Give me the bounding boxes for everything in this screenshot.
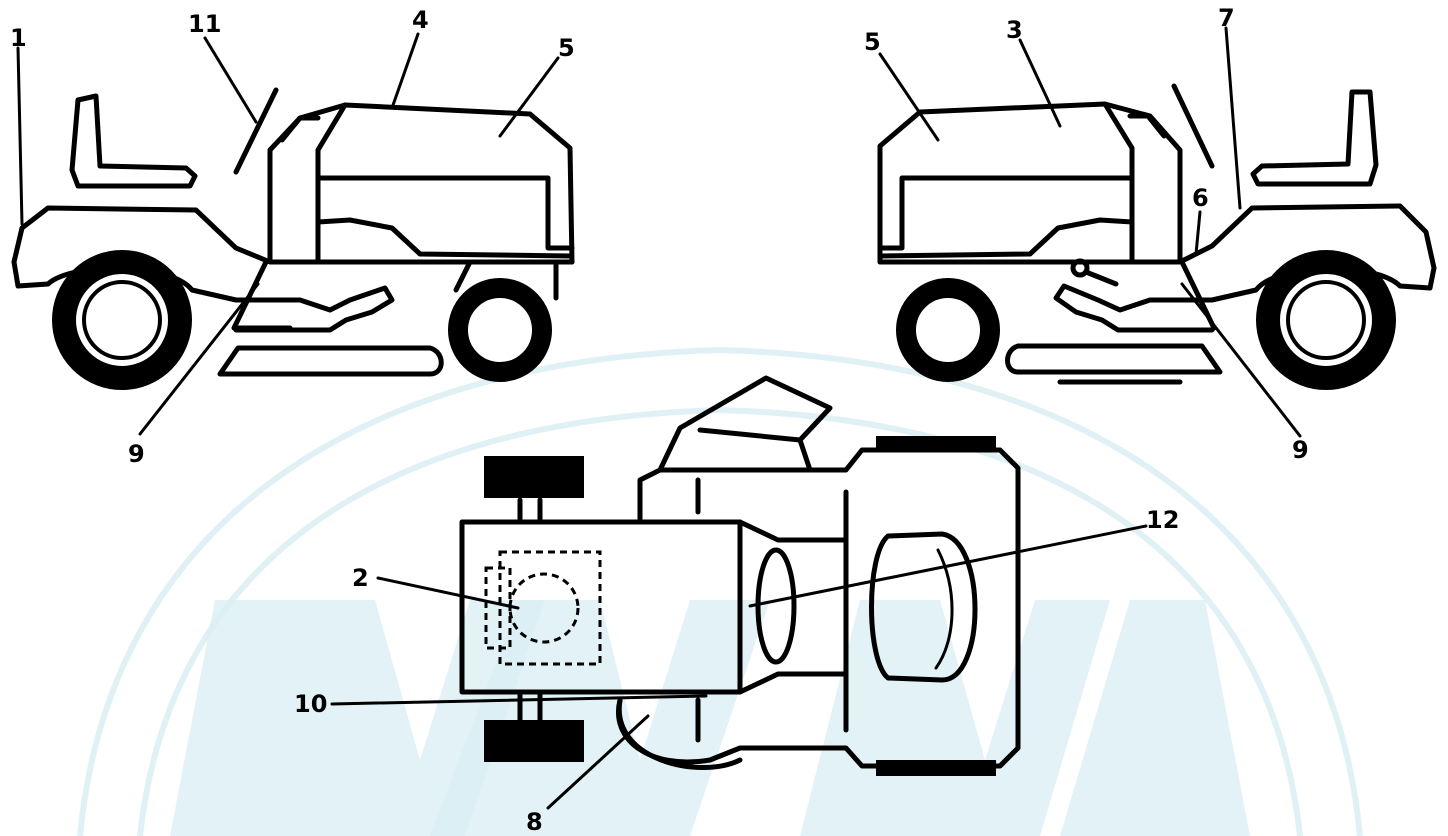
leader-lines: [16, 26, 1302, 810]
callout-11: 11: [188, 10, 221, 38]
top-view-rear-tire-top: [484, 456, 584, 498]
callout-8: 8: [526, 808, 543, 836]
top-view-battery-dashed: [498, 550, 602, 666]
top-view-hood-outline: [869, 531, 978, 683]
callout-6: 6: [1192, 184, 1209, 212]
right-view-mower-deck: [1005, 343, 1223, 375]
right-view-seat: [1250, 89, 1379, 187]
right-view-hood: [877, 101, 1135, 265]
tractor-right-side-view: [877, 83, 1437, 390]
callout-5-left: 5: [558, 34, 575, 62]
left-view-steering: [233, 87, 321, 175]
callout-12: 12: [1146, 506, 1179, 534]
left-view-dash: [267, 102, 348, 263]
callout-10: 10: [294, 690, 327, 718]
callout-2: 2: [352, 564, 369, 592]
top-view-chute: [657, 375, 833, 473]
left-view-mower-deck: [217, 345, 444, 377]
top-view-deck: [616, 697, 743, 770]
right-view-steering: [1127, 83, 1215, 169]
left-view-hood: [315, 102, 575, 265]
tractor-left-side-view: [11, 87, 575, 390]
right-view-front-wheel: [896, 278, 1000, 382]
callout-1: 1: [10, 24, 27, 52]
left-view-seat: [69, 93, 198, 189]
top-view-seat-circle: [508, 572, 580, 644]
tractor-top-view: [459, 375, 1021, 776]
left-view-rear-wheel: [52, 250, 192, 390]
left-view-front-wheel: [448, 278, 552, 382]
callout-9-left: 9: [128, 440, 145, 468]
left-view-frame: [233, 285, 395, 333]
right-view-rear-wheel: [1256, 250, 1396, 390]
callout-5-right: 5: [864, 28, 881, 56]
callout-7: 7: [1218, 4, 1235, 32]
callout-4: 4: [412, 6, 429, 34]
callout-9-right: 9: [1292, 436, 1309, 464]
right-view-lever-knob: [1070, 258, 1090, 278]
top-view-seat-area: [459, 519, 743, 695]
top-view-rear-tire-bottom: [484, 720, 584, 762]
watermark-logo: [77, 346, 1363, 836]
top-view-steering-column: [755, 547, 797, 665]
callout-labels: 1 11 4 5 9 5 3 7 6 9 12 2 10 8: [10, 4, 1309, 836]
right-view-frame: [1053, 283, 1215, 333]
callout-3: 3: [1006, 16, 1023, 44]
